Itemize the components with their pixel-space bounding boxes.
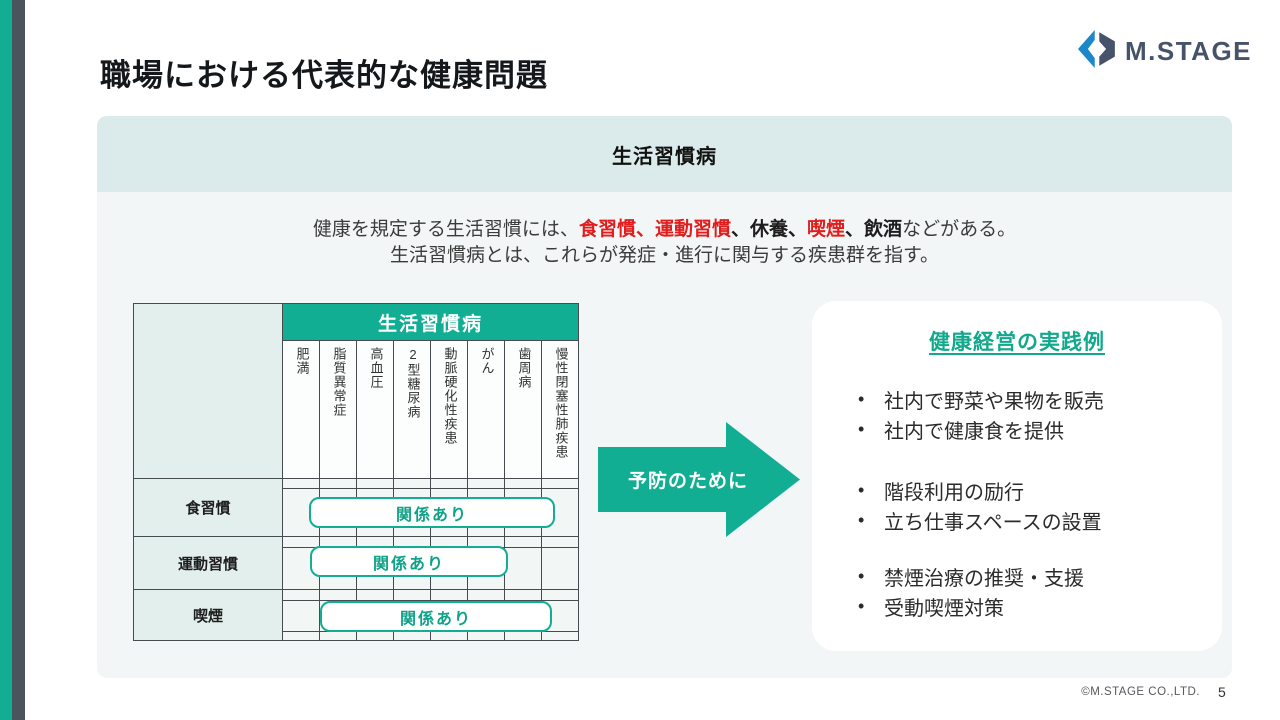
intro-seg: などがある。 [902, 219, 1017, 240]
column-header-label: 歯周病 [516, 347, 532, 389]
mstage-logo: M.STAGE [1078, 30, 1252, 73]
relation-badge-diet: 関係あり [309, 497, 555, 528]
prevention-arrow [598, 422, 800, 537]
footer-copyright: ©M.STAGE CO.,LTD. [1081, 686, 1200, 698]
intro-seg-bold: 休養 [749, 219, 788, 240]
list-item-text: 階段利用の励行 [884, 481, 1024, 504]
intro-seg-red: 運動習慣 [654, 219, 731, 240]
list-item: • 受動喫煙対策 [858, 591, 1222, 621]
table-row: 食習慣 [133, 478, 580, 537]
list-item-text: 社内で野菜や果物を販売 [884, 390, 1104, 413]
footer-page-number: 5 [1218, 684, 1226, 700]
list-item: • 階段利用の励行 [858, 475, 1222, 505]
column-header-label: 慢性閉塞性肺疾患 [553, 347, 569, 459]
list-item: • 立ち仕事スペースの設置 [858, 505, 1222, 535]
intro-seg-red: 喫煙 [807, 219, 846, 240]
column-header: 歯周病 [504, 340, 542, 479]
relation-badge-smoking: 関係あり [320, 601, 552, 632]
bullet-icon: • [858, 565, 865, 586]
bullet-icon: • [858, 479, 865, 500]
column-header-label: 2型糖尿病 [405, 347, 421, 419]
column-header-label: 高血圧 [368, 347, 384, 389]
relation-badge-exercise: 関係あり [310, 546, 508, 577]
column-header: がん [467, 340, 505, 479]
intro-line-2: 生活習慣病とは、これらが発症・進行に関与する疾患群を指す。 [389, 245, 940, 266]
bullet-icon: • [858, 595, 865, 616]
page-title: 職場における代表的な健康問題 [100, 58, 548, 93]
intro-seg-red: 食習慣、 [578, 219, 655, 240]
mstage-logo-text: M.STAGE [1125, 36, 1253, 66]
row-label: 食習慣 [133, 478, 283, 537]
intro-seg-bold: 飲酒 [864, 219, 903, 240]
list-item: • 禁煙治療の推奨・支援 [858, 561, 1222, 591]
column-header-label: 動脈硬化性疾患 [442, 347, 458, 445]
bullet-icon: • [858, 418, 865, 439]
list-item: • 社内で野菜や果物を販売 [858, 384, 1222, 414]
list-item-text: 受動喫煙対策 [884, 597, 1004, 620]
practice-examples-list: • 社内で野菜や果物を販売 • 社内で健康食を提供 • 階段利用の励行 • 立ち仕事スペ… [812, 384, 1222, 621]
table-corner-cell [133, 303, 283, 479]
bullet-icon: • [858, 388, 865, 409]
bullet-icon: • [858, 509, 865, 530]
accent-strip-slate [12, 0, 25, 720]
column-header: 2型糖尿病 [393, 340, 431, 479]
intro-seg: 、 [788, 219, 808, 240]
intro-seg: 健康を規定する生活習慣には、 [312, 219, 579, 240]
table-row: 喫煙 [133, 589, 580, 641]
list-item-text: 社内で健康食を提供 [884, 420, 1064, 443]
row-label: 運動習慣 [133, 536, 283, 590]
mstage-logo-icon [1078, 30, 1116, 73]
intro-line-1: 健康を規定する生活習慣には、食習慣、運動習慣、休養、喫煙、飲酒などがある。 [97, 217, 1232, 243]
column-header: 慢性閉塞性肺疾患 [540, 340, 580, 479]
practice-examples-title: 健康経営の実践例 [929, 331, 1105, 354]
column-header: 動脈硬化性疾患 [430, 340, 468, 479]
column-header-label: がん [479, 347, 495, 375]
practice-examples-panel: 健康経営の実践例 • 社内で野菜や果物を販売 • 社内で健康食を提供 • 階段利用の励… [812, 301, 1222, 651]
column-header: 肥満 [282, 340, 320, 479]
list-item-text: 立ち仕事スペースの設置 [884, 511, 1102, 534]
accent-strip-teal [0, 0, 12, 720]
column-header: 高血圧 [356, 340, 394, 479]
column-header: 脂質異常症 [319, 340, 357, 479]
intro-seg: 、 [845, 219, 865, 240]
column-header-label: 脂質異常症 [331, 347, 347, 417]
card-header-title: 生活習慣病 [612, 145, 717, 168]
table-row [134, 631, 580, 641]
column-header-label: 肥満 [294, 347, 310, 375]
lifestyle-disease-table: 生活習慣病 肥満 脂質異常症 高血圧 2型糖尿病 動脈硬化性疾患 がん 歯周病 … [133, 303, 580, 641]
prevention-arrow-label: 予防のために [627, 471, 748, 492]
list-item-text: 禁煙治療の推奨・支援 [884, 567, 1084, 590]
list-item: • 社内で健康食を提供 [858, 414, 1222, 444]
card-header-band: 生活習慣病 [97, 116, 1232, 192]
table-header-cell: 生活習慣病 [281, 303, 580, 341]
intro-paragraph: 健康を規定する生活習慣には、食習慣、運動習慣、休養、喫煙、飲酒などがある。 生活… [97, 217, 1232, 269]
intro-seg: 、 [730, 219, 750, 240]
row-label: 喫煙 [133, 589, 283, 641]
